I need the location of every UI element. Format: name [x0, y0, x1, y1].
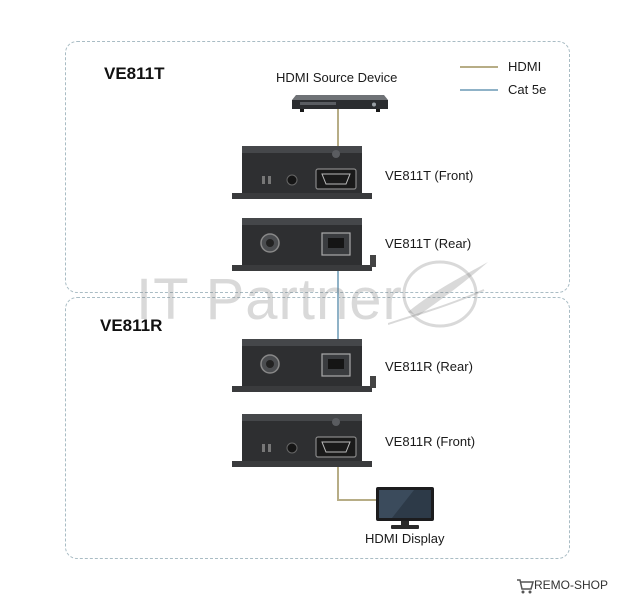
transmitter-panel	[65, 41, 570, 293]
ve811r-rear-label: VE811R (Rear)	[385, 359, 473, 374]
ve811t-front-unit	[232, 146, 372, 199]
cart-icon	[517, 579, 534, 594]
legend-cat5e-line	[460, 89, 498, 91]
transmitter-title: VE811T	[104, 64, 165, 83]
dvd-player-icon	[292, 95, 388, 112]
ve811r-front-label: VE811R (Front)	[385, 434, 476, 449]
ve811r-front-unit	[232, 414, 372, 467]
ve811t-front-label: VE811T (Front)	[385, 168, 474, 183]
brand-text: REMO-SHOP	[534, 578, 609, 592]
display-label: HDMI Display	[365, 531, 445, 546]
ve811t-rear-label: VE811T (Rear)	[385, 236, 472, 251]
source-label: HDMI Source Device	[276, 70, 398, 85]
receiver-panel	[65, 297, 570, 559]
receiver-title: VE811R	[100, 316, 163, 335]
ve811r-rear-unit	[232, 339, 376, 392]
ve811t-rear-unit	[232, 218, 376, 271]
watermark-logo-icon	[388, 260, 488, 328]
legend-cat5e-label: Cat 5e	[508, 82, 547, 97]
monitor-icon	[376, 487, 434, 529]
watermark-text: IT Partner	[136, 267, 403, 332]
hdmi-cable-display	[337, 462, 378, 501]
legend-hdmi-label: HDMI	[508, 59, 542, 74]
legend-hdmi-line	[460, 66, 498, 68]
